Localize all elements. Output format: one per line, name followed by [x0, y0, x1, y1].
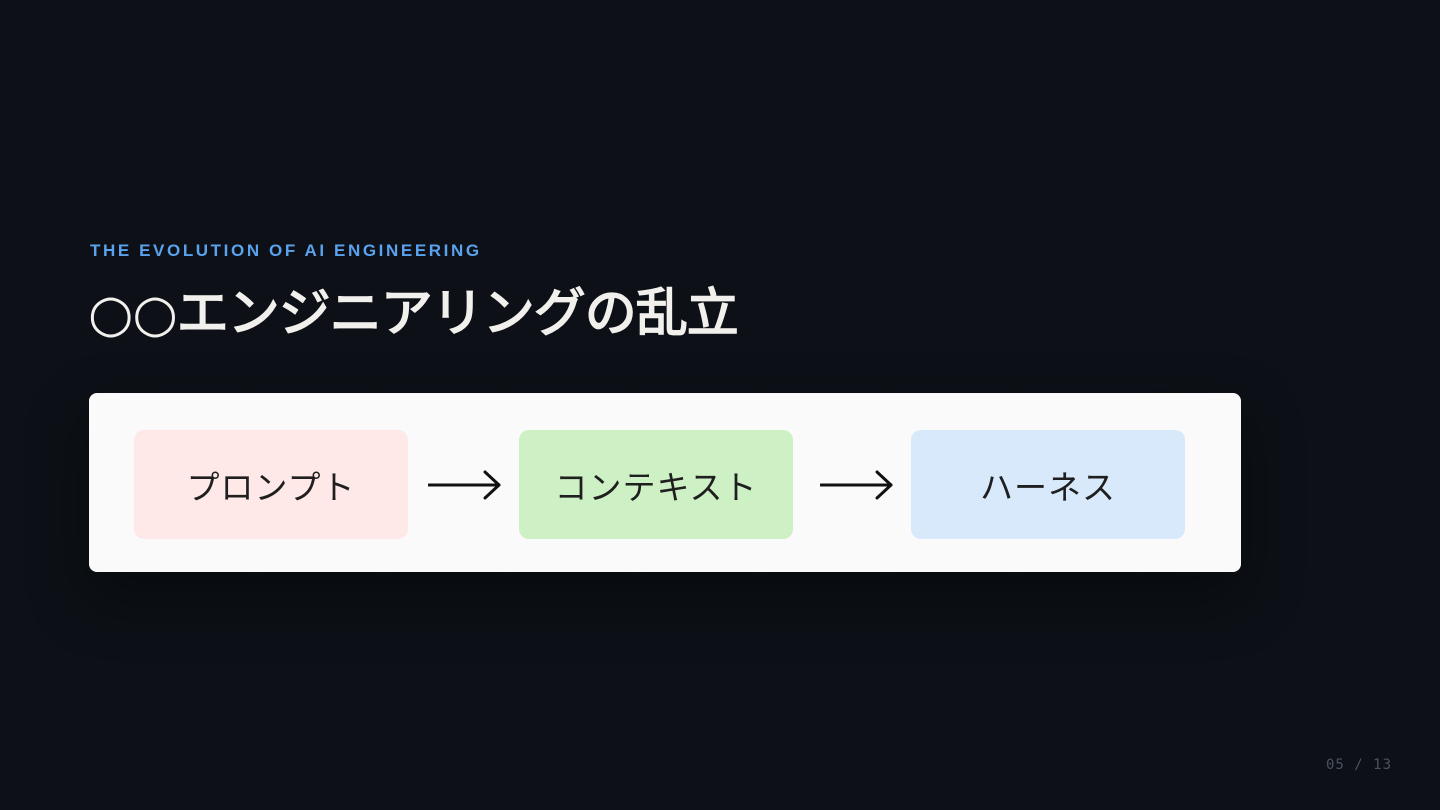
page-current: 05: [1325, 757, 1345, 773]
slide-eyebrow: THE EVOLUTION OF AI ENGINEERING: [90, 241, 482, 260]
flow-card: プロンプト コンテキスト ハーネス: [89, 393, 1241, 572]
flow-step-context: コンテキスト: [519, 430, 793, 539]
long-right-arrow-icon: [820, 463, 894, 507]
slide-title: ○○エンジニアリングの乱立: [88, 284, 739, 344]
long-right-arrow-icon: [428, 463, 502, 507]
flow-step-harness: ハーネス: [911, 430, 1185, 539]
page-indicator: 05 / 13: [1326, 757, 1392, 773]
flow-step-prompt: プロンプト: [134, 430, 408, 539]
page-total: 13: [1373, 757, 1392, 773]
page-separator: /: [1354, 757, 1364, 773]
